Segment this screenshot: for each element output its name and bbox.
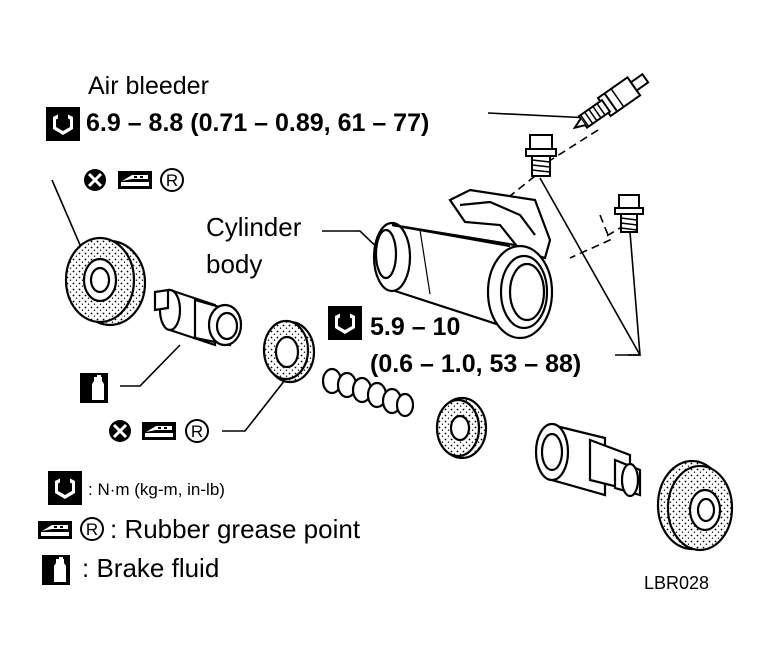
mounting-bolt-upper	[525, 134, 557, 177]
dust-boot-left	[64, 236, 147, 327]
air-bleeder-screw	[572, 72, 650, 130]
air-bleeder-torque-label: 6.9 – 8.8 (0.71 – 0.89, 61 – 77)	[86, 109, 430, 137]
return-spring	[321, 367, 415, 418]
rubber-grease-r-icon	[80, 517, 104, 541]
do-not-reuse-icon	[82, 167, 108, 193]
torque-wrench-icon	[48, 471, 82, 505]
mounting-bolt-right	[614, 194, 644, 233]
bolt-torque-label-line2: (0.6 – 1.0, 53 – 88)	[370, 350, 582, 378]
rubber-grease-icon	[142, 422, 176, 440]
cylinder-body-label-line2: body	[206, 249, 263, 279]
piston-cup-right	[435, 396, 488, 460]
legend-rubber-grease: : Rubber grease point	[110, 514, 361, 544]
air-bleeder-label: Air bleeder	[88, 72, 209, 100]
leader-lines	[51, 112, 642, 432]
legend-brake-fluid: : Brake fluid	[82, 553, 220, 583]
rubber-grease-icon	[38, 521, 72, 539]
rubber-grease-icon	[118, 171, 152, 189]
torque-wrench-icon	[46, 107, 80, 141]
bolt-torque-label-line1: 5.9 – 10	[370, 313, 461, 341]
piston-left	[153, 288, 243, 347]
cylinder-body	[372, 188, 554, 340]
brake-fluid-icon	[80, 373, 108, 403]
rubber-grease-r-icon	[160, 168, 184, 192]
cylinder-body-label-line1: Cylinder	[206, 212, 302, 242]
piston-right	[534, 422, 642, 498]
figure-code: LBR028	[644, 573, 710, 593]
torque-wrench-icon	[328, 306, 362, 340]
piston-cup-left	[262, 319, 316, 384]
legend-torque-units: : N·m (kg-m, in-lb)	[88, 480, 225, 499]
do-not-reuse-icon	[107, 418, 133, 444]
rubber-grease-r-icon	[185, 419, 209, 443]
dust-boot-right	[656, 459, 734, 552]
brake-fluid-icon	[42, 555, 70, 585]
